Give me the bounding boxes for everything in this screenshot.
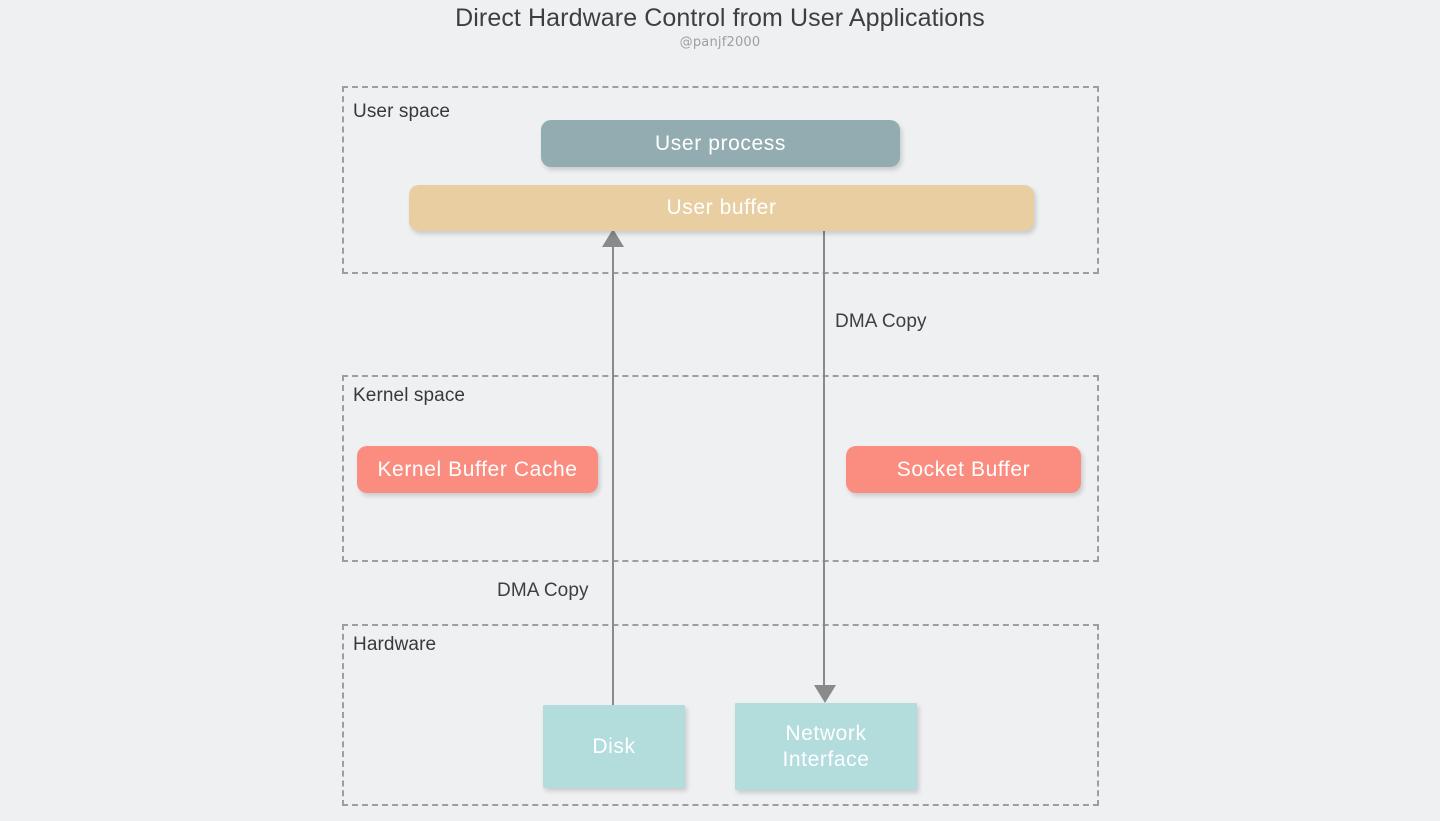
layer-label-user-space: User space xyxy=(353,101,451,122)
arrowhead-down-network-interface xyxy=(814,685,836,703)
edge-label-dma-copy-disk: DMA Copy xyxy=(497,580,589,601)
box-network-interface[interactable]: Network Interface xyxy=(735,703,917,790)
box-socket-buffer[interactable]: Socket Buffer xyxy=(846,446,1081,493)
box-label-network-interface-line2: Interface xyxy=(782,747,870,771)
box-user-process[interactable]: User process xyxy=(541,120,900,167)
box-label-socket-buffer: Socket Buffer xyxy=(896,457,1031,481)
layer-kernel-space xyxy=(342,375,1099,562)
layer-user-space xyxy=(342,86,1099,274)
box-label-disk: Disk xyxy=(592,734,636,758)
arrowhead-up-user-buffer xyxy=(602,229,624,247)
layer-label-kernel-space: Kernel space xyxy=(353,385,466,406)
layer-hardware xyxy=(342,624,1099,806)
layer-label-hardware: Hardware xyxy=(353,634,437,655)
box-label-user-process: User process xyxy=(655,131,786,155)
box-label-kernel-buffer-cache: Kernel Buffer Cache xyxy=(377,457,578,481)
box-label-user-buffer: User buffer xyxy=(666,196,777,220)
box-disk[interactable]: Disk xyxy=(543,705,685,788)
box-label-network-interface-line1: Network xyxy=(785,722,867,746)
page-title: Direct Hardware Control from User Applic… xyxy=(455,4,985,32)
box-kernel-buffer-cache[interactable]: Kernel Buffer Cache xyxy=(357,446,598,493)
box-user-buffer[interactable]: User buffer xyxy=(409,185,1034,231)
edge-line-disk-to-user-buffer xyxy=(612,244,614,706)
author-credit: @panjf2000 xyxy=(679,35,761,50)
edge-label-dma-copy-network: DMA Copy xyxy=(835,311,927,332)
edge-line-user-buffer-to-network-interface xyxy=(823,230,825,686)
